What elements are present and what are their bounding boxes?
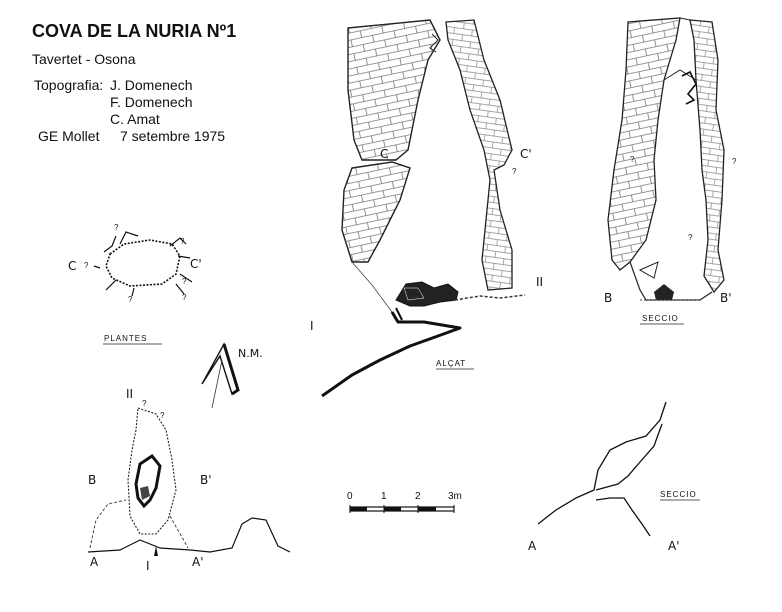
plan-c-prime-label: C' [190,257,202,271]
question-mark: ? [128,295,133,304]
elev-one-label: I [310,319,314,333]
survey-date: 7 setembre 1975 [120,128,226,144]
survey-group: GE Mollet [38,128,100,144]
plan-two-label: II [126,387,134,401]
scale-tick-3: 3m [448,491,462,502]
question-mark: ? [688,233,693,242]
plan-cc [93,231,193,297]
credit-name-2: F. Domenech [110,94,193,110]
plan-a-label: A [90,555,99,569]
plan-b-label: B [88,473,97,487]
north-arrow-icon [201,342,240,409]
elev-c-prime-label: C' [520,147,532,161]
north-label: N.M. [238,347,263,360]
survey-title: COVA DE LA NURIA Nº1 [32,21,237,41]
plan-b-prime-label: B' [200,473,212,487]
plantes-label: PLANTES [104,334,148,343]
seccio-bottom-label: SECCIO [660,490,697,499]
survey-location: Tavertet - Osona [32,51,136,67]
question-mark: ? [182,293,187,302]
elev-c-label: C [380,147,389,161]
section-b-prime-label: B' [720,291,732,305]
section-bb [607,17,725,301]
plan-c-label: C [68,259,77,273]
credit-label: Topografia: [34,77,104,93]
credit-name-3: C. Amat [110,111,160,127]
question-mark: ? [182,277,187,286]
question-mark: ? [160,411,165,420]
question-mark: ? [84,261,89,270]
plan-one-label: I [146,559,150,573]
section-b-label: B [604,291,613,305]
elev-two-label: II [536,275,544,289]
credit-name-1: J. Domenech [110,77,193,93]
section-a-prime-label: A' [668,539,680,553]
question-mark: ? [512,167,517,176]
scale-tick-1: 1 [381,491,387,502]
question-mark: ? [732,157,737,166]
plan-ab [87,407,291,556]
elevation-profile [321,19,526,398]
scale-bar [349,505,455,513]
scale-tick-0: 0 [347,491,353,502]
scale-tick-2: 2 [415,491,421,502]
question-mark: ? [114,223,119,232]
seccio-right-label: SECCIO [642,314,679,323]
plan-a-prime-label: A' [192,555,204,569]
question-mark: ? [630,155,635,164]
question-mark: ? [142,399,147,408]
section-a-label: A [528,539,537,553]
question-mark: ? [180,237,185,246]
section-aa [537,401,667,537]
alcat-label: ALÇAT [436,359,467,368]
